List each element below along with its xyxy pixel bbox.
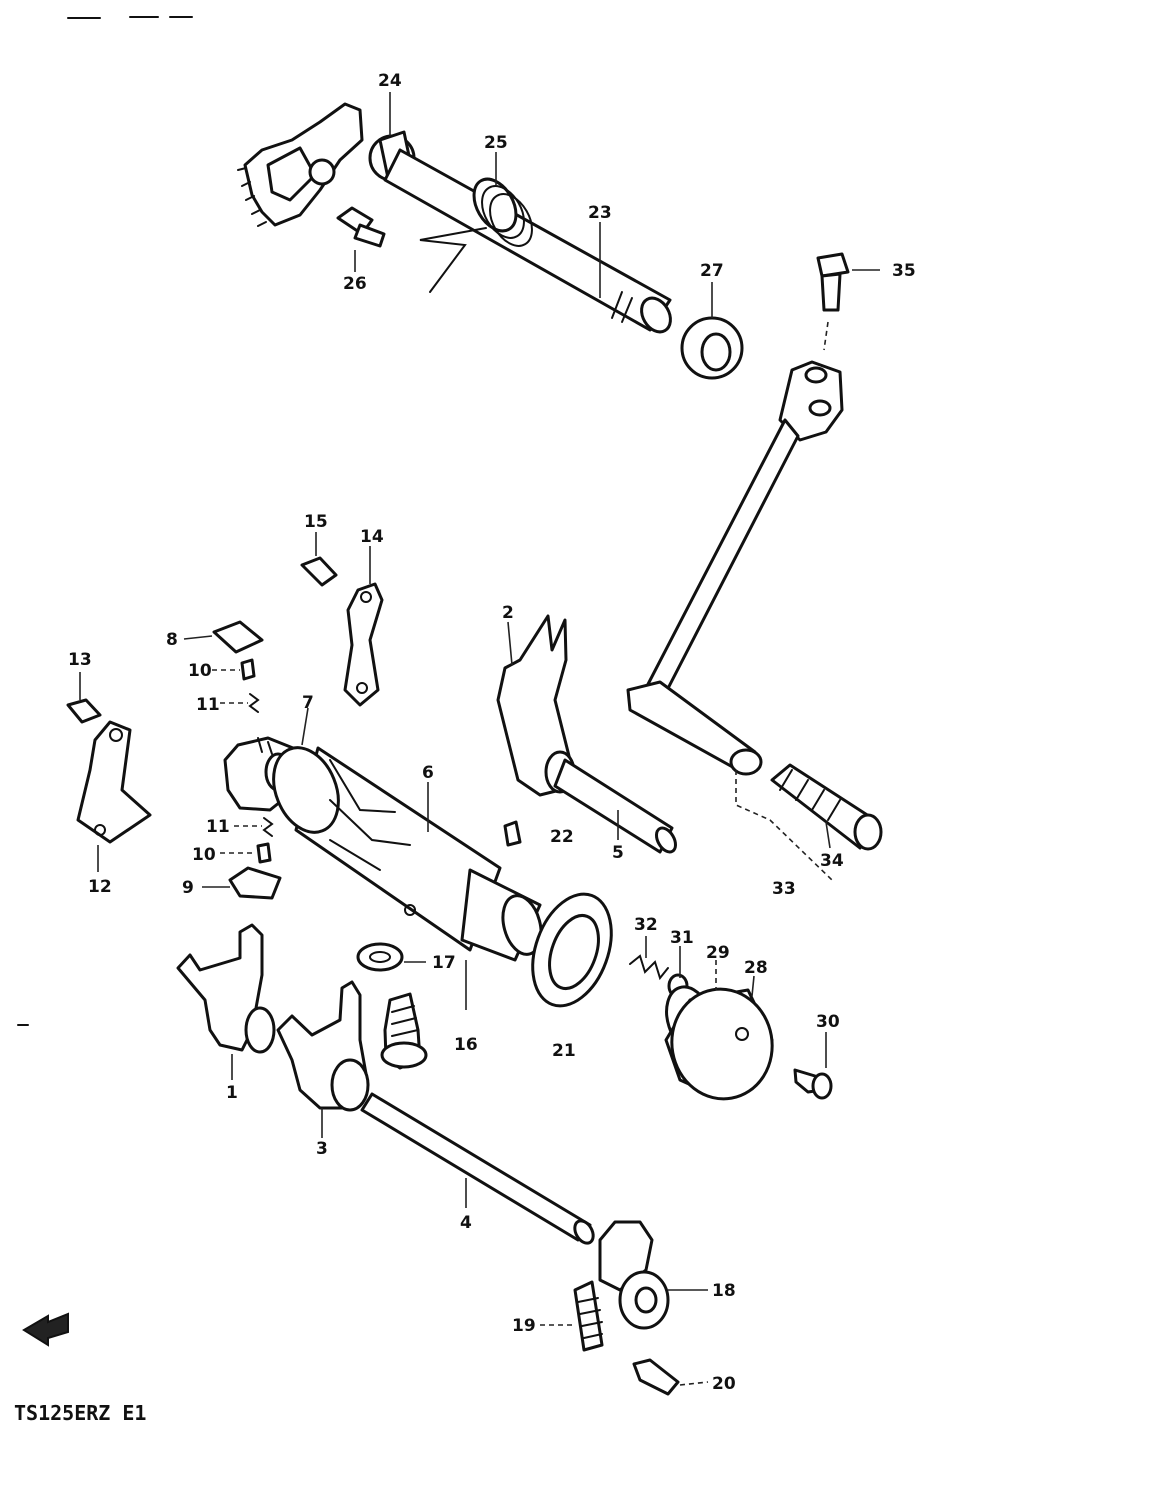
label-9: 9 <box>182 878 194 898</box>
screw-30 <box>793 1068 833 1100</box>
pin-22 <box>503 820 522 847</box>
model-code: TS125ERZ E1 <box>14 1401 146 1425</box>
cam-parts-top <box>212 620 264 713</box>
label-33: 33 <box>772 879 796 899</box>
label-16: 16 <box>454 1035 478 1055</box>
label-28: 28 <box>744 958 768 978</box>
label-8: 8 <box>166 630 178 650</box>
label-29: 29 <box>706 943 730 963</box>
cam-parts-bottom <box>228 817 282 900</box>
label-17: 17 <box>432 953 456 973</box>
arrow-left-icon <box>22 1312 69 1347</box>
label-20: 20 <box>712 1374 736 1394</box>
cam-stopper <box>573 1220 670 1352</box>
stopper-plate <box>343 582 384 707</box>
label-35: 35 <box>892 261 916 281</box>
gearshift-cover <box>664 985 774 1101</box>
label-26: 26 <box>343 274 367 294</box>
label-30: 30 <box>816 1012 840 1032</box>
part-number-labels: 24 25 23 26 27 35 15 14 8 10 11 7 13 12 … <box>68 71 916 1394</box>
label-24: 24 <box>378 71 402 91</box>
gearshift-shaft-assembly <box>237 102 672 334</box>
label-11b: 11 <box>206 817 230 837</box>
label-10a: 10 <box>188 661 212 681</box>
label-7: 7 <box>302 693 314 713</box>
bolt-35 <box>816 252 850 351</box>
label-34: 34 <box>820 851 844 871</box>
label-31: 31 <box>670 928 694 948</box>
bolt-20 <box>632 1358 680 1396</box>
screw-15 <box>300 556 338 587</box>
label-15: 15 <box>304 512 328 532</box>
label-4: 4 <box>460 1213 472 1233</box>
label-22: 22 <box>550 827 574 847</box>
label-18: 18 <box>712 1281 736 1301</box>
return-spring <box>419 177 533 293</box>
gearshift-cam <box>272 746 543 962</box>
label-13: 13 <box>68 650 92 670</box>
label-21: 21 <box>552 1041 576 1061</box>
cam-stopper-plate <box>66 698 152 844</box>
label-6: 6 <box>422 763 434 783</box>
label-2: 2 <box>502 603 514 623</box>
shift-fork-1 <box>176 923 276 1054</box>
corner-marks <box>67 16 193 19</box>
gearshift-lever <box>626 360 844 881</box>
label-3: 3 <box>316 1139 328 1159</box>
shift-fork-2-assembly <box>496 614 677 854</box>
fork-shaft <box>360 1092 595 1245</box>
lever-rubber <box>770 763 883 851</box>
label-10b: 10 <box>192 845 216 865</box>
neutral-switch <box>380 992 428 1070</box>
circlip <box>356 942 404 972</box>
washer-21 <box>531 892 613 1008</box>
label-19: 19 <box>512 1316 536 1336</box>
label-1: 1 <box>226 1083 238 1103</box>
label-11a: 11 <box>196 695 220 715</box>
label-14: 14 <box>360 527 384 547</box>
oil-seal <box>680 316 744 380</box>
shift-fork-3 <box>276 980 370 1112</box>
label-12: 12 <box>88 877 112 897</box>
label-27: 27 <box>700 261 724 281</box>
label-23: 23 <box>588 203 612 223</box>
label-32: 32 <box>634 915 658 935</box>
label-25: 25 <box>484 133 508 153</box>
bolt-26 <box>336 206 386 248</box>
leader-lines <box>79 92 880 1386</box>
label-5: 5 <box>612 843 624 863</box>
